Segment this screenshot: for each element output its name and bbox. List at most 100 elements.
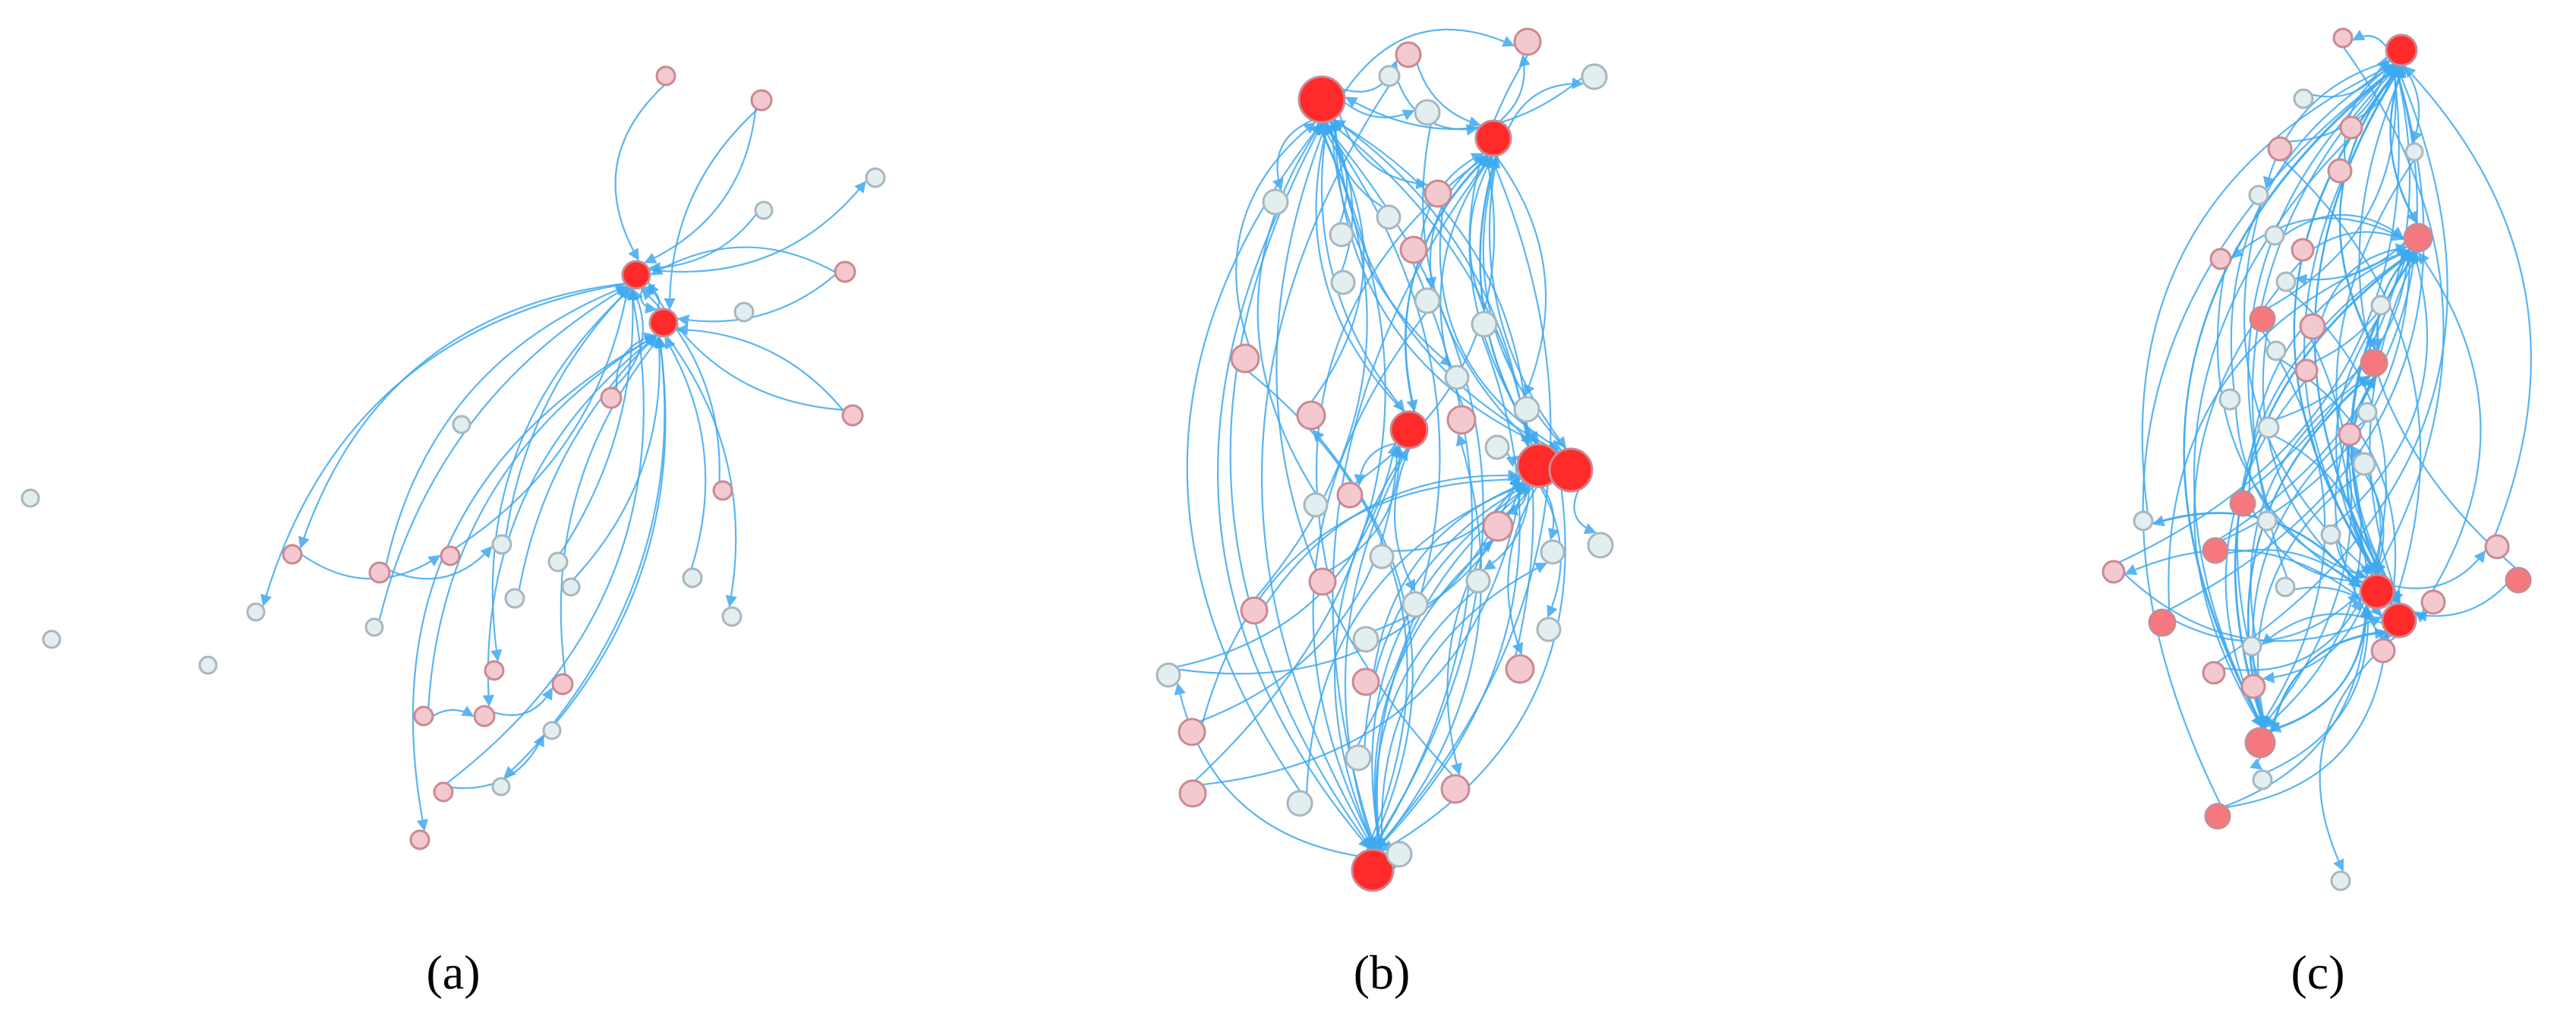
graph-node — [1386, 841, 1413, 868]
directed-edge — [1323, 122, 1484, 850]
graph-node — [1444, 364, 1470, 390]
directed-edge — [385, 284, 628, 566]
directed-edge — [1375, 155, 1552, 850]
graph-node — [2294, 358, 2319, 383]
graph-node — [2327, 158, 2353, 184]
graph-node — [2330, 870, 2351, 891]
directed-edge — [2168, 248, 2411, 612]
directed-edge — [1329, 121, 1534, 657]
directed-edge — [1494, 155, 1547, 397]
directed-edge — [1498, 54, 1531, 123]
graph-node — [2248, 185, 2269, 206]
graph-node — [1296, 400, 1326, 431]
directed-edge — [2313, 65, 2402, 604]
directed-edge — [454, 286, 632, 549]
directed-edge — [505, 287, 631, 537]
graph-node — [1262, 188, 1289, 216]
graph-node — [1471, 311, 1498, 338]
graph-node — [1178, 718, 1206, 746]
directed-edge — [2335, 376, 2384, 640]
directed-edge — [2247, 376, 2371, 730]
directed-edge — [640, 286, 657, 314]
graph-node — [1402, 591, 1429, 618]
hub-node — [2359, 573, 2395, 610]
directed-edge — [1416, 62, 1481, 128]
directed-edge — [427, 335, 657, 708]
directed-edge — [260, 282, 626, 607]
graph-node — [1465, 568, 1491, 594]
hub-node — [621, 260, 651, 290]
graph-node — [1376, 204, 1402, 230]
directed-edge — [2118, 63, 2401, 563]
graph-node — [2209, 248, 2232, 270]
directed-edge — [2216, 65, 2448, 664]
graph-node — [2299, 313, 2326, 340]
directed-edge — [2281, 159, 2422, 604]
graph-node — [834, 260, 856, 283]
graph-node — [2101, 560, 2126, 584]
graph-node — [198, 655, 218, 675]
graph-node — [682, 567, 703, 588]
directed-edge — [2369, 251, 2418, 604]
graph-node — [433, 781, 454, 803]
directed-edge — [1320, 121, 1405, 412]
directed-edge — [572, 336, 666, 580]
graph-node — [1482, 510, 1514, 542]
directed-edge — [1344, 101, 1415, 121]
graph-node — [282, 544, 303, 565]
directed-edge — [2313, 248, 2411, 364]
hub-node — [1351, 848, 1395, 892]
graph-node — [2291, 238, 2315, 262]
directed-edge — [1329, 118, 1559, 453]
directed-edge — [2225, 633, 2392, 809]
graph-node — [551, 673, 574, 696]
graph-node — [2370, 295, 2392, 316]
directed-edge — [2216, 267, 2392, 605]
graph-node — [473, 705, 496, 727]
directed-edge — [666, 335, 737, 607]
graph-node — [655, 65, 676, 87]
directed-edge — [1393, 447, 1416, 592]
network-panel-a — [20, 65, 886, 850]
graph-node — [1513, 396, 1540, 423]
hub-node — [2381, 602, 2417, 639]
graph-node — [721, 606, 743, 627]
directed-edge — [389, 545, 493, 580]
graph-node — [368, 561, 391, 584]
directed-edge — [2262, 601, 2365, 683]
directed-edge — [1202, 480, 1527, 786]
graph-node — [1446, 405, 1477, 435]
directed-edge — [1186, 122, 1322, 792]
graph-node — [2240, 674, 2266, 699]
directed-edge — [432, 705, 475, 717]
graph-node — [1505, 654, 1535, 684]
directed-edge — [451, 734, 544, 790]
graph-node — [413, 705, 434, 727]
graph-node — [484, 660, 505, 681]
graph-node — [2148, 608, 2177, 637]
graph-node — [2249, 305, 2276, 333]
graph-node — [712, 480, 733, 501]
directed-edge — [2261, 338, 2353, 728]
graph-node — [1513, 27, 1542, 56]
directed-edge — [2392, 550, 2486, 589]
graph-node — [2257, 416, 2280, 439]
directed-edge — [2335, 314, 2382, 575]
directed-edge — [2262, 60, 2392, 189]
graph-node — [409, 829, 430, 850]
graph-node — [1414, 99, 1441, 126]
directed-edge — [2261, 613, 2383, 645]
directed-edge — [1256, 122, 1323, 494]
directed-edge — [1235, 121, 1316, 346]
graph-node — [2360, 349, 2388, 377]
directed-edge — [2279, 358, 2399, 605]
panel-b-caption: (b) — [1354, 945, 1411, 999]
directed-edge — [493, 687, 553, 716]
directed-edge — [644, 108, 757, 263]
graph-node — [1536, 617, 1562, 642]
directed-edge — [2342, 46, 2445, 575]
directed-edge — [1201, 473, 1522, 724]
graph-node — [1369, 544, 1395, 569]
graph-node — [1303, 492, 1329, 518]
